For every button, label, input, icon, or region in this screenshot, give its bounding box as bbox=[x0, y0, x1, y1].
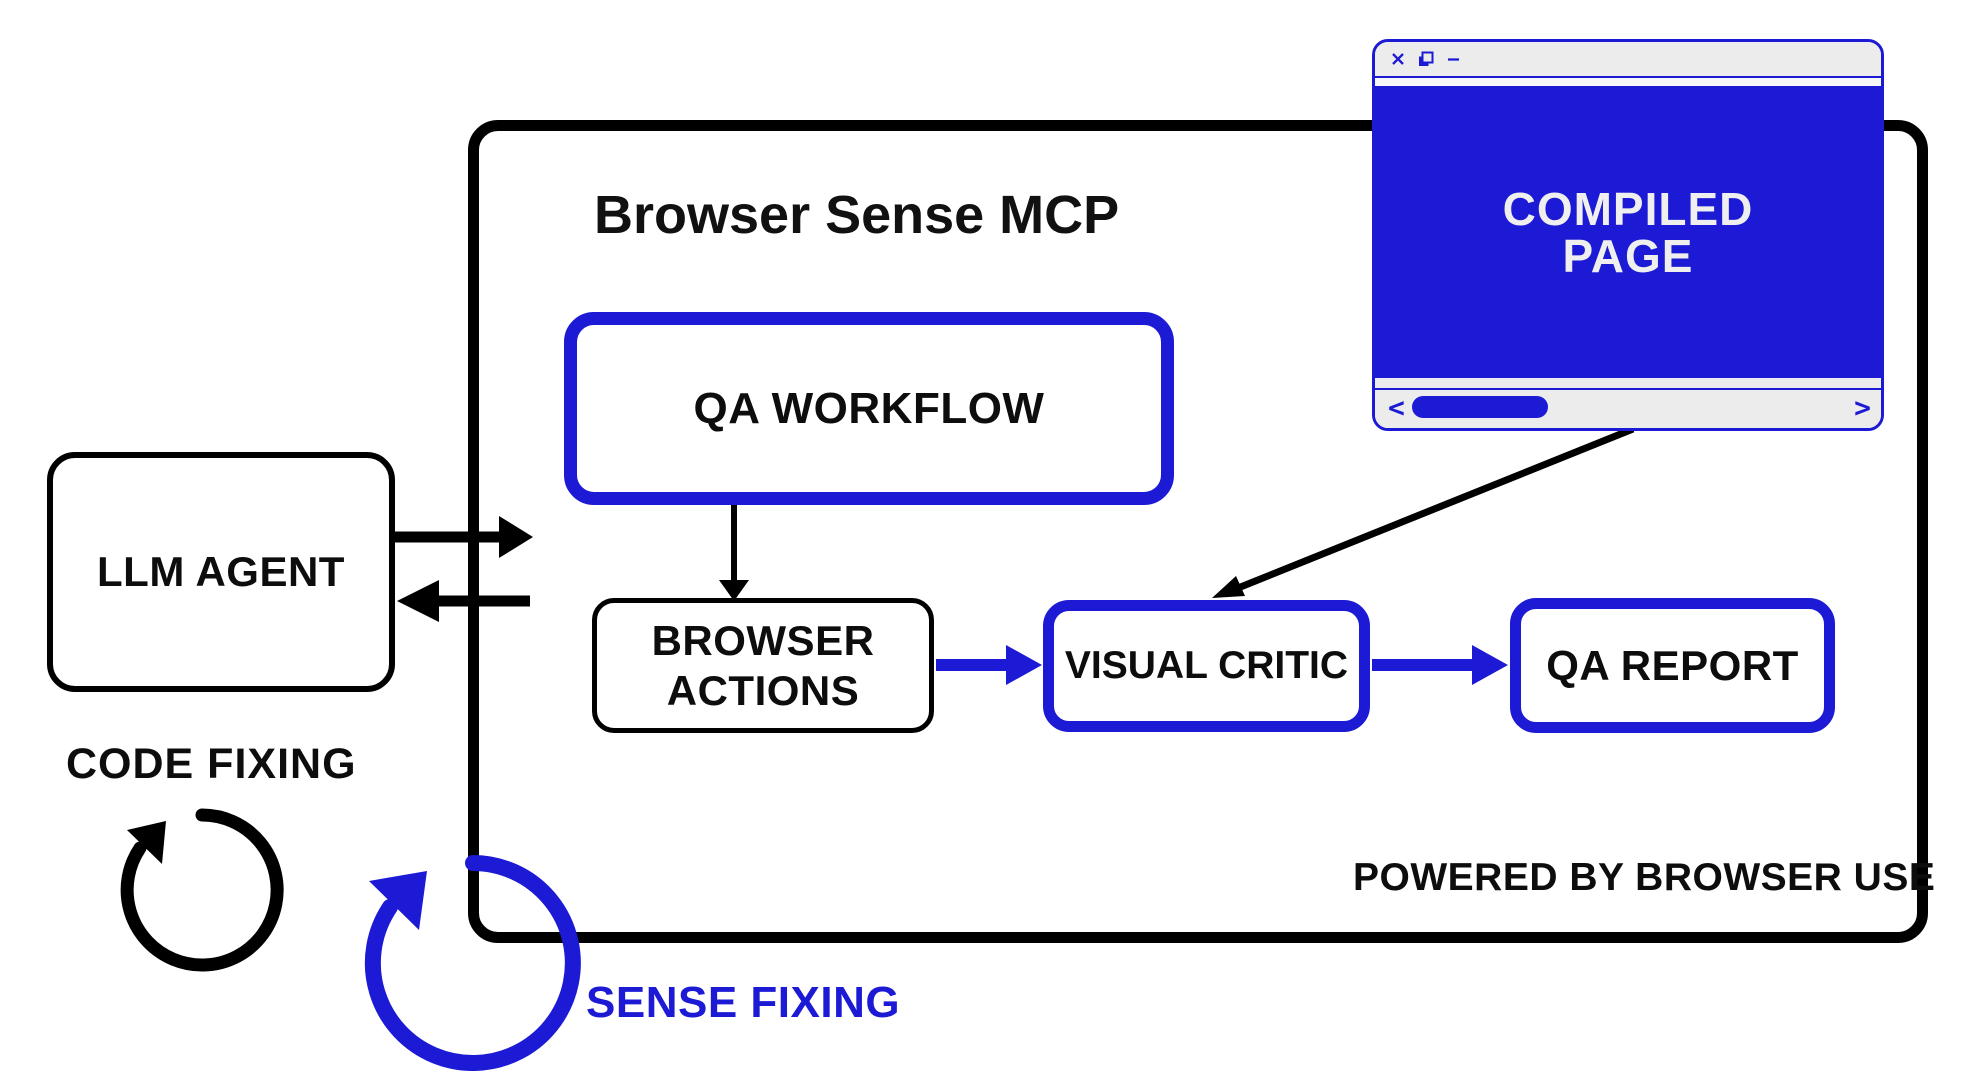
node-visual-critic: VISUAL CRITIC bbox=[1043, 600, 1370, 732]
powered-by-label: POWERED BY BROWSER USE bbox=[1353, 856, 1936, 899]
minimize-icon[interactable] bbox=[1445, 50, 1463, 68]
window-titlebar bbox=[1375, 42, 1881, 78]
mcp-box-title: Browser Sense MCP bbox=[594, 185, 1120, 245]
sense-fixing-label: SENSE FIXING bbox=[586, 978, 901, 1027]
compiled-page-window: COMPILED PAGE < > bbox=[1372, 39, 1884, 431]
compiled-page-label: COMPILED PAGE bbox=[1502, 183, 1754, 282]
restore-icon[interactable] bbox=[1416, 50, 1436, 69]
chevron-right-icon[interactable]: > bbox=[1854, 390, 1871, 424]
node-qa-workflow: QA WORKFLOW bbox=[564, 312, 1174, 505]
scrollbar-thumb[interactable] bbox=[1412, 396, 1548, 418]
visual-critic-label: VISUAL CRITIC bbox=[1064, 643, 1349, 687]
code-fixing-label: CODE FIXING bbox=[66, 740, 357, 788]
node-qa-report: QA REPORT bbox=[1510, 598, 1835, 733]
arrow-llm-to-mcp bbox=[395, 516, 533, 558]
sense-fixing-loop-arrow bbox=[364, 855, 581, 1071]
arrow-compiledpage-to-visualcritic bbox=[1212, 425, 1635, 598]
llm-agent-label: LLM AGENT bbox=[97, 548, 345, 596]
qa-workflow-label: QA WORKFLOW bbox=[693, 383, 1045, 433]
arrow-browseractions-to-visualcritic bbox=[936, 645, 1042, 685]
window-address-strip bbox=[1375, 78, 1881, 88]
window-content: COMPILED PAGE bbox=[1375, 88, 1881, 378]
window-content-divider bbox=[1375, 378, 1881, 390]
arrow-visualcritic-to-qareport bbox=[1372, 645, 1508, 685]
node-browser-actions: BROWSER ACTIONS bbox=[592, 598, 934, 733]
arrow-qaworkflow-to-browseractions bbox=[719, 505, 749, 601]
chevron-left-icon[interactable]: < bbox=[1388, 390, 1405, 424]
close-icon[interactable] bbox=[1389, 50, 1407, 68]
arrow-mcp-to-llm bbox=[397, 580, 530, 622]
window-scrollbar[interactable]: < > bbox=[1375, 390, 1881, 428]
qa-report-label: QA REPORT bbox=[1546, 641, 1799, 689]
node-llm-agent: LLM AGENT bbox=[47, 452, 395, 692]
code-fixing-loop-arrow bbox=[120, 808, 284, 972]
browser-actions-label: BROWSER ACTIONS bbox=[651, 616, 875, 714]
